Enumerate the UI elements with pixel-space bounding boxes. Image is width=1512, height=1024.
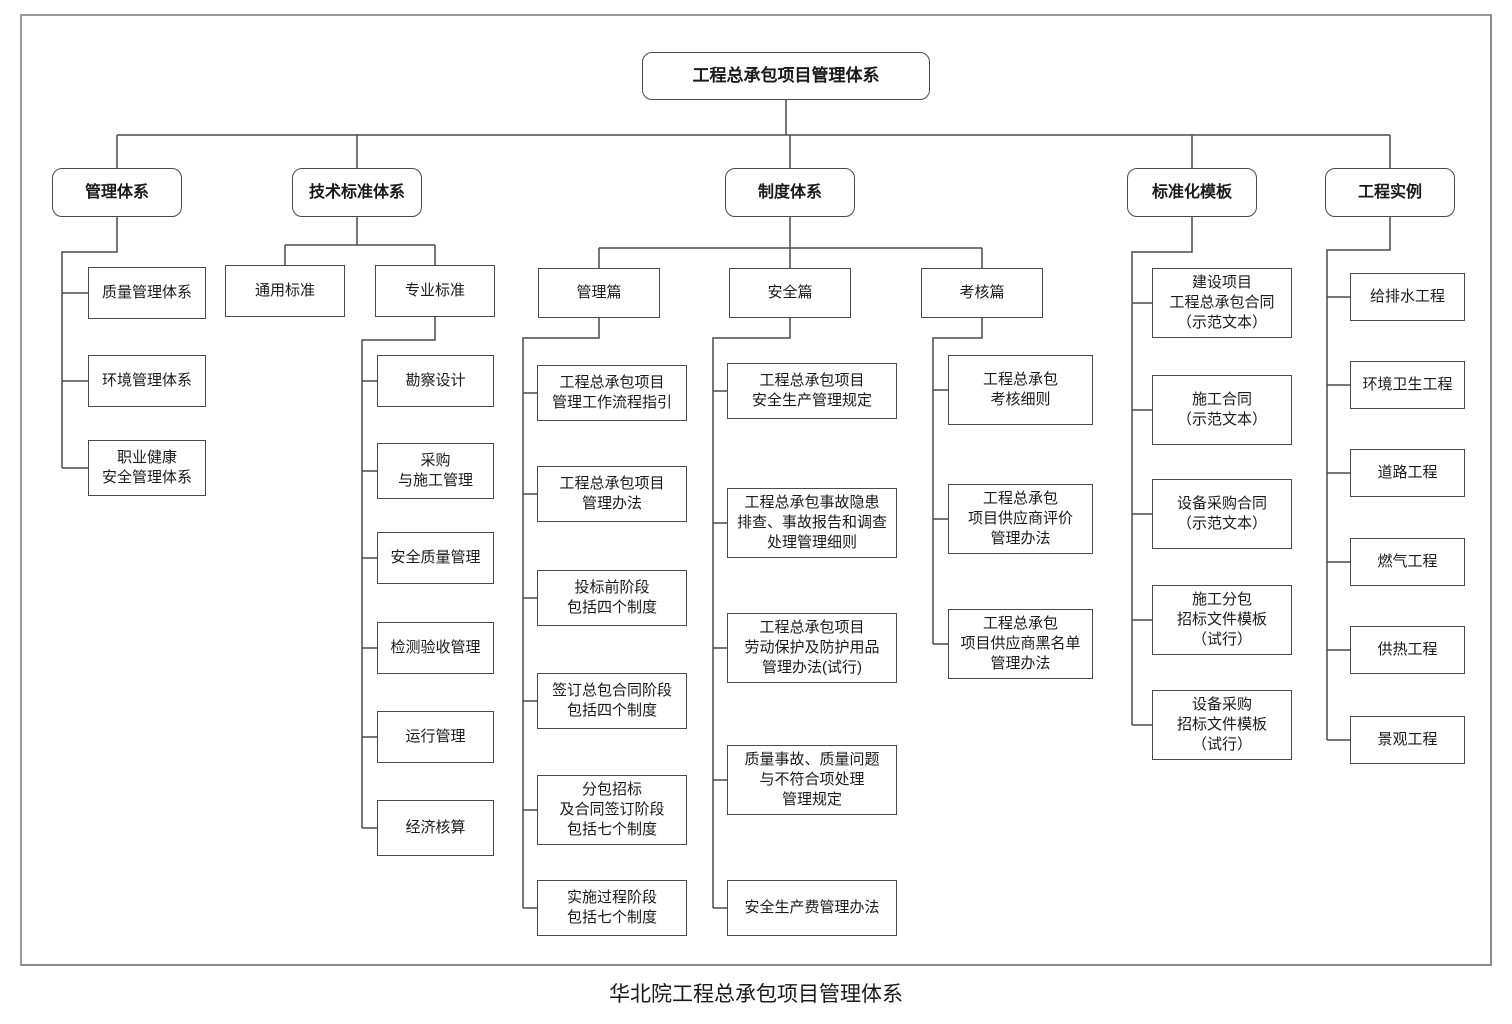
wire-assessment-part bbox=[932, 318, 983, 645]
node-standard-templates: 标准化模板 bbox=[1127, 168, 1257, 217]
node-safety-quality: 安全质量管理 bbox=[377, 532, 494, 584]
node-safety-production-fee: 安全生产费管理办法 bbox=[727, 880, 897, 936]
node-operation-management: 运行管理 bbox=[377, 711, 494, 763]
node-root: 工程总承包项目管理体系 bbox=[642, 52, 930, 100]
wire-standard-templates bbox=[1131, 217, 1193, 726]
node-contract-signing-stage: 签订总包合同阶段 包括四个制度 bbox=[537, 673, 687, 729]
node-supplier-evaluation: 工程总承包 项目供应商评价 管理办法 bbox=[948, 484, 1093, 554]
node-safety-production-rules: 工程总承包项目 安全生产管理规定 bbox=[727, 363, 897, 419]
node-environment-management: 环境管理体系 bbox=[88, 355, 206, 407]
node-professional-standards: 专业标准 bbox=[375, 265, 495, 317]
node-inspection-acceptance: 检测验收管理 bbox=[377, 622, 494, 674]
node-construction-contract-template: 施工合同 （示范文本） bbox=[1152, 375, 1292, 445]
node-quality-management: 质量管理体系 bbox=[88, 267, 206, 319]
node-procurement-construction: 采购 与施工管理 bbox=[377, 443, 494, 499]
node-subcontract-bidding-stage: 分包招标 及合同签订阶段 包括七个制度 bbox=[537, 775, 687, 845]
wire-professional-standards bbox=[361, 317, 436, 829]
node-epc-contract-template: 建设项目 工程总承包合同 （示范文本） bbox=[1152, 268, 1292, 338]
node-supplier-blacklist: 工程总承包 项目供应商黑名单 管理办法 bbox=[948, 609, 1093, 679]
node-general-standards: 通用标准 bbox=[225, 265, 345, 317]
wire-technical-standards bbox=[284, 217, 436, 265]
node-sanitation-project: 环境卫生工程 bbox=[1350, 361, 1465, 409]
node-safety-part: 安全篇 bbox=[729, 268, 851, 318]
wire-safety-part bbox=[712, 318, 791, 909]
node-management-measures: 工程总承包项目 管理办法 bbox=[537, 466, 687, 522]
node-equipment-contract-template: 设备采购合同 （示范文本） bbox=[1152, 479, 1292, 549]
node-management-part: 管理篇 bbox=[538, 268, 660, 318]
wire-management-system bbox=[61, 217, 118, 469]
node-economic-accounting: 经济核算 bbox=[377, 800, 494, 856]
node-hazard-investigation: 工程总承包事故隐患 排查、事故报告和调查 处理管理细则 bbox=[727, 488, 897, 558]
wire-project-examples bbox=[1326, 217, 1391, 741]
node-gas-project: 燃气工程 bbox=[1350, 538, 1465, 586]
node-workflow-guide: 工程总承包项目 管理工作流程指引 bbox=[537, 365, 687, 421]
node-project-examples: 工程实例 bbox=[1325, 168, 1455, 217]
wire-root-level1 bbox=[116, 100, 1391, 168]
node-survey-design: 勘察设计 bbox=[377, 355, 494, 407]
node-road-project: 道路工程 bbox=[1350, 449, 1465, 497]
node-pre-bid-stage: 投标前阶段 包括四个制度 bbox=[537, 570, 687, 626]
node-implementation-stage: 实施过程阶段 包括七个制度 bbox=[537, 880, 687, 936]
node-water-project: 给排水工程 bbox=[1350, 273, 1465, 321]
node-institution-system: 制度体系 bbox=[725, 168, 855, 217]
node-technical-standards: 技术标准体系 bbox=[292, 168, 422, 217]
node-assessment-part: 考核篇 bbox=[921, 268, 1043, 318]
node-heating-project: 供热工程 bbox=[1350, 626, 1465, 674]
node-equipment-bid-template: 设备采购 招标文件模板 （试行） bbox=[1152, 690, 1292, 760]
wire-institution-system bbox=[598, 217, 983, 268]
node-labor-protection: 工程总承包项目 劳动保护及防护用品 管理办法(试行) bbox=[727, 613, 897, 683]
node-assessment-rules: 工程总承包 考核细则 bbox=[948, 355, 1093, 425]
node-ohs-management: 职业健康 安全管理体系 bbox=[88, 440, 206, 496]
node-quality-incident: 质量事故、质量问题 与不符合项处理 管理规定 bbox=[727, 745, 897, 815]
node-subcontract-bid-template: 施工分包 招标文件模板 （试行） bbox=[1152, 585, 1292, 655]
diagram-caption: 华北院工程总承包项目管理体系 bbox=[609, 983, 903, 1006]
wire-management-part bbox=[522, 318, 600, 909]
node-landscape-project: 景观工程 bbox=[1350, 716, 1465, 764]
node-management-system: 管理体系 bbox=[52, 168, 182, 217]
